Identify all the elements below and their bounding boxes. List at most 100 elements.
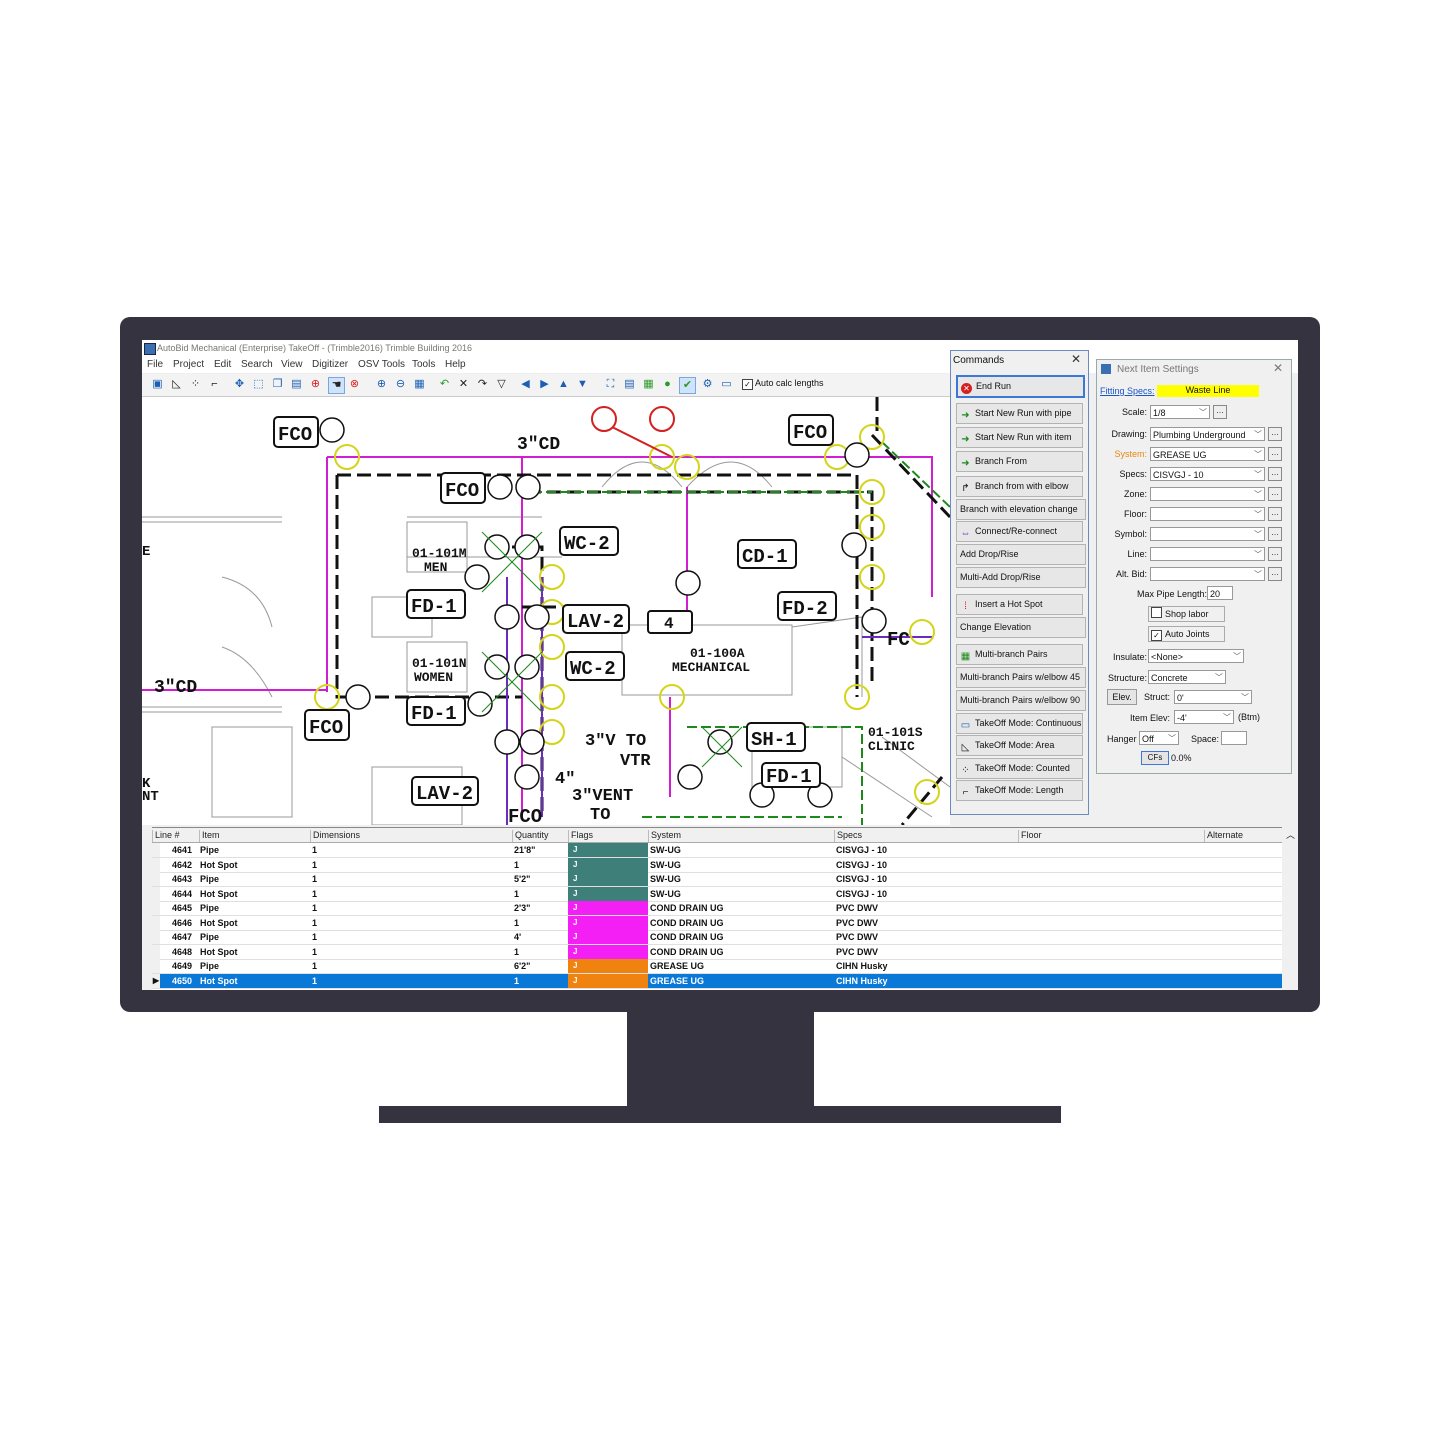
space-input[interactable]	[1221, 731, 1247, 745]
row-selector[interactable]	[152, 959, 160, 973]
length-tool-icon[interactable]: ⌐	[211, 378, 218, 390]
go-icon[interactable]: ●	[664, 378, 671, 390]
close-icon[interactable]: ✕	[1273, 361, 1284, 375]
drawing-select[interactable]: Plumbing Underground﹀	[1150, 427, 1265, 441]
alt-bid-more-button[interactable]: …	[1268, 567, 1282, 581]
command-button[interactable]: ⁘TakeOff Mode: Counted	[956, 758, 1083, 779]
row-selector[interactable]	[152, 944, 160, 959]
fit-icon[interactable]: ⛶	[606, 378, 615, 390]
move-icon[interactable]: ✥	[234, 378, 245, 390]
row-selector[interactable]	[152, 843, 160, 857]
col-line[interactable]: Line #	[152, 830, 201, 842]
command-button[interactable]: Multi-Add Drop/Rise	[956, 567, 1086, 588]
col-floor[interactable]: Floor	[1018, 830, 1205, 842]
row-selector[interactable]	[152, 915, 160, 930]
select-icon[interactable]: ▣	[152, 378, 163, 390]
command-button[interactable]: Add Drop/Rise	[956, 544, 1086, 565]
auto-calc-toggle[interactable]: ✓ Auto calc lengths	[742, 378, 824, 390]
menu-help[interactable]: Help	[445, 359, 466, 370]
grid-icon[interactable]: ▦	[643, 378, 654, 390]
area-tool-icon[interactable]: ◺	[172, 378, 181, 390]
system-more-button[interactable]: …	[1268, 447, 1282, 461]
command-button[interactable]: ◺TakeOff Mode: Area	[956, 735, 1083, 756]
floor-select[interactable]: ﹀	[1150, 507, 1265, 521]
struct-select[interactable]: 0'﹀	[1174, 690, 1252, 704]
command-button[interactable]: ➜Branch From	[956, 451, 1083, 472]
menu-file[interactable]: File	[147, 359, 164, 370]
scale-more-button[interactable]: …	[1213, 405, 1227, 419]
menu-digitizer[interactable]: Digitizer	[312, 359, 349, 370]
col-dimensions[interactable]: Dimensions	[310, 830, 513, 842]
line-select[interactable]: ﹀	[1150, 547, 1265, 561]
auto-joints-toggle[interactable]: ✓Auto Joints	[1148, 626, 1225, 642]
drawing-canvas[interactable]: FCO FCO FCO FCO FCO FC 3"CD 3"CD 01-101M…	[142, 397, 950, 825]
shop-labor-toggle[interactable]: Shop labor	[1148, 606, 1225, 622]
monitor-icon[interactable]: ▭	[721, 378, 732, 390]
menu-edit[interactable]: Edit	[214, 359, 232, 370]
command-button[interactable]: ▭TakeOff Mode: Continuous	[956, 713, 1083, 734]
settings-icon[interactable]: ⚙	[702, 378, 713, 390]
redo-icon[interactable]: ↷	[477, 378, 488, 390]
layers-icon[interactable]: ▤	[624, 378, 635, 390]
col-quantity[interactable]: Quantity	[512, 830, 570, 842]
system-select[interactable]: GREASE UG﹀	[1150, 447, 1265, 461]
command-button[interactable]: ▦Multi-branch Pairs	[956, 644, 1083, 665]
auto-joints-checkbox[interactable]: ✓	[1151, 630, 1162, 641]
arrow-down-icon[interactable]: ▼	[577, 378, 588, 390]
cancel-icon[interactable]: ⊗	[349, 378, 360, 390]
command-button[interactable]: ✕End Run	[956, 375, 1085, 398]
shop-labor-checkbox[interactable]	[1151, 607, 1162, 618]
command-button[interactable]: Multi-branch Pairs w/elbow 45	[956, 667, 1086, 688]
col-flags[interactable]: Flags	[568, 830, 651, 842]
max-pipe-length-input[interactable]: 20	[1207, 586, 1233, 600]
col-specs[interactable]: Specs	[834, 830, 1019, 842]
row-selector[interactable]	[152, 872, 160, 886]
col-item[interactable]: Item	[199, 830, 312, 842]
insulate-select[interactable]: <None>﹀	[1148, 649, 1244, 663]
row-selector[interactable]	[152, 857, 160, 872]
cfs-button[interactable]: CFs	[1141, 751, 1169, 765]
filter-icon[interactable]: ▽	[497, 378, 506, 390]
hanger-select[interactable]: Off﹀	[1139, 731, 1179, 745]
fitting-specs-link[interactable]: Fitting Specs:	[1100, 386, 1155, 396]
row-selector[interactable]: ▶	[152, 973, 160, 988]
line-more-button[interactable]: …	[1268, 547, 1282, 561]
copy-icon[interactable]: ❐	[272, 378, 283, 390]
specs-more-button[interactable]: …	[1268, 467, 1282, 481]
row-selector[interactable]	[152, 886, 160, 901]
command-button[interactable]: ⌐TakeOff Mode: Length	[956, 780, 1083, 801]
command-button[interactable]: ⁞Insert a Hot Spot	[956, 594, 1083, 615]
row-selector[interactable]	[152, 930, 160, 944]
command-button[interactable]: ➜Start New Run with item	[956, 427, 1083, 448]
symbol-select[interactable]: ﹀	[1150, 527, 1265, 541]
command-button[interactable]: Change Elevation	[956, 617, 1086, 638]
menu-search[interactable]: Search	[241, 359, 273, 370]
delete-icon[interactable]: ✕	[458, 378, 469, 390]
menu-osv-tools[interactable]: OSV Tools	[358, 359, 406, 370]
target-icon[interactable]: ⊕	[310, 378, 321, 390]
command-button[interactable]: Multi-branch Pairs w/elbow 90	[956, 690, 1086, 711]
row-selector[interactable]	[152, 901, 160, 915]
scale-select[interactable]: 1/8﹀	[1150, 405, 1210, 419]
menu-project[interactable]: Project	[173, 359, 205, 370]
col-alternate[interactable]: Alternate	[1204, 830, 1277, 842]
menu-tools[interactable]: Tools	[412, 359, 436, 370]
floor-plan[interactable]: FCO FCO FCO FCO FCO FC 3"CD 3"CD 01-101M…	[142, 397, 950, 825]
command-button[interactable]: ⇔Connect/Re-connect	[956, 521, 1083, 542]
col-system[interactable]: System	[648, 830, 835, 842]
close-icon[interactable]: ✕	[1071, 352, 1082, 366]
floor-more-button[interactable]: …	[1268, 507, 1282, 521]
structure-select[interactable]: Concrete﹀	[1148, 670, 1226, 684]
arrow-up-icon[interactable]: ▲	[558, 378, 569, 390]
command-button[interactable]: ↱Branch from with elbow	[956, 476, 1083, 497]
